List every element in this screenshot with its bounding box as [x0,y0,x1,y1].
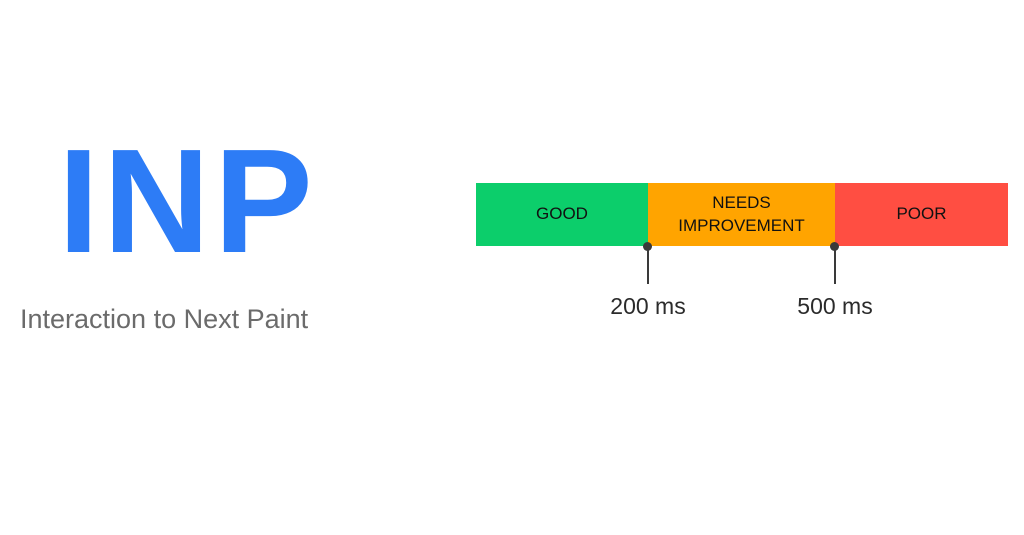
threshold-scale-bar: GOOD NEEDS IMPROVEMENT POOR [476,183,1008,246]
threshold-label-500: 500 ms [797,293,873,319]
threshold-marker-200 [647,246,649,284]
threshold-label-200: 200 ms [610,293,686,319]
segment-needs-improvement-label-line-1: NEEDS [712,193,771,213]
segment-poor: POOR [835,183,1008,246]
segment-good: GOOD [476,183,648,246]
segment-needs-improvement: NEEDS IMPROVEMENT [648,183,835,246]
segment-poor-label: POOR [896,204,947,224]
segment-good-label: GOOD [536,204,588,224]
segment-needs-improvement-label-line-2: IMPROVEMENT [678,215,805,235]
metric-acronym: INP [58,119,317,284]
threshold-marker-500 [834,246,836,284]
metric-full-name: Interaction to Next Paint [20,304,309,334]
